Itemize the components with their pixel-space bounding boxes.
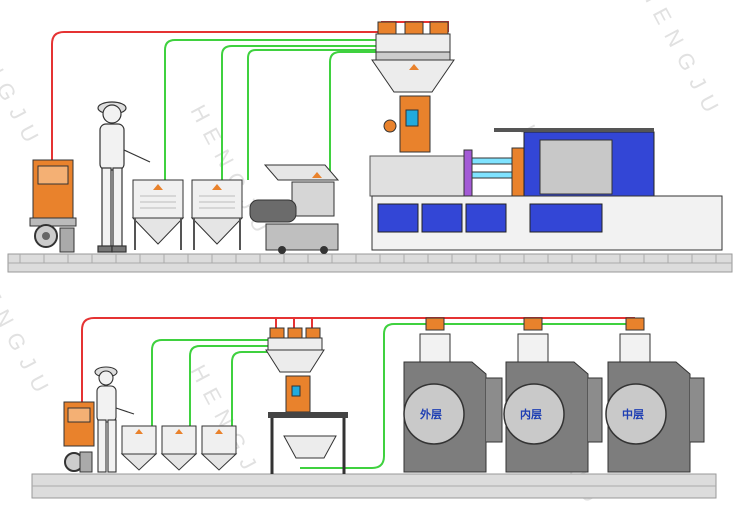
hopper-bottom-1 [120, 425, 158, 471]
injection-machine [369, 128, 723, 251]
hopper-top-2 [190, 179, 244, 250]
extruder-2: 内层 [503, 317, 603, 473]
top-floor [7, 253, 733, 273]
hopper-top-1 [131, 179, 185, 250]
vacuum-pump-top [29, 159, 77, 253]
operator-top [97, 101, 151, 253]
operator-bottom [94, 366, 135, 473]
watermark-3: HENGJU [636, 0, 729, 125]
extruder-label-middle: 中层 [622, 407, 644, 421]
bottom-floor [31, 473, 717, 499]
bottom-system: 外层 内层 中层 [31, 317, 717, 499]
bottom-material-lines [151, 323, 634, 469]
extruder-1: 外层 [403, 317, 503, 473]
hopper-bottom-2 [160, 425, 198, 471]
top-material-lines [164, 39, 410, 180]
vacuum-pump-bottom [63, 401, 95, 473]
dryer-loader-bottom [265, 327, 348, 474]
extruder-3: 中层 [605, 317, 705, 473]
crusher-top [249, 164, 340, 254]
hopper-bottom-3 [200, 425, 238, 471]
watermark-5: HENGJU [0, 261, 58, 406]
extruder-label-outer: 外层 [419, 407, 442, 421]
top-system [7, 21, 733, 273]
extruder-label-inner: 内层 [520, 407, 542, 421]
watermark-4: HENGJU [0, 11, 48, 156]
dryer-loader-top [371, 21, 455, 153]
